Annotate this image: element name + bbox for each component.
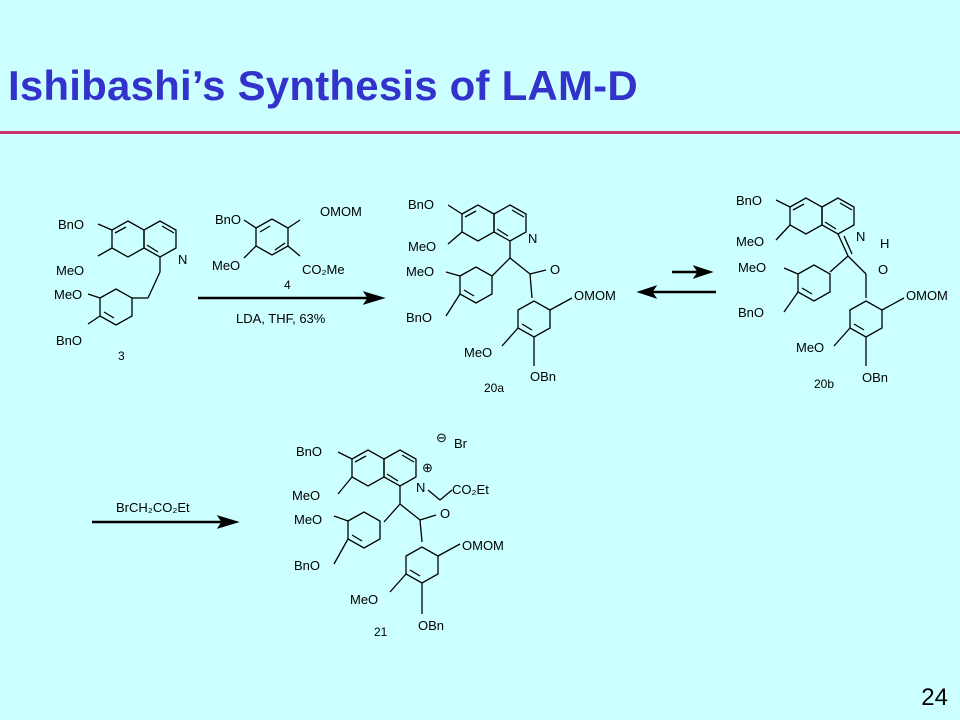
c20a-bno: BnO [408,197,434,212]
compound-20b-structure [775,197,905,366]
c3-n: N [178,252,187,267]
c21-obn: OBn [418,618,444,633]
c20a-bno-2: BnO [406,310,432,325]
page-number: 24 [921,684,948,711]
c20b-meo-3: MeO [796,340,824,355]
c4-co2me: CO₂Me [302,262,345,277]
c20a-o: O [550,262,560,277]
title-underline [0,131,960,134]
c4-bno: BnO [215,212,241,227]
slide-title: Ishibashi’s Synthesis of LAM-D [8,62,638,109]
c20a-meo-3: MeO [464,345,492,360]
compound-20a-structure [445,204,573,366]
compound-3-structure [87,220,177,326]
c20b-h: H [880,236,889,251]
reaction-arrow-1 [198,291,386,305]
c21-plus: ⊕ [422,460,433,475]
c20b-o: O [878,262,888,277]
c20b-obn: OBn [862,370,888,385]
compound-label-21: 21 [374,625,388,639]
c21-omom: OMOM [462,538,504,553]
c21-n: N [416,480,425,495]
c21-meo: MeO [292,488,320,503]
compound-label-3: 3 [118,349,125,363]
c21-meo-3: MeO [350,592,378,607]
c21-bno: BnO [296,444,322,459]
c3-bno: BnO [58,217,84,232]
c20a-meo-2: MeO [406,264,434,279]
c21-minus: ⊖ [436,430,447,445]
c20b-n: N [856,229,865,244]
c20b-meo: MeO [736,234,764,249]
c4-omom: OMOM [320,204,362,219]
c4-meo: MeO [212,258,240,273]
c21-bno-2: BnO [294,558,320,573]
c21-co2et: CO₂Et [452,482,489,497]
reagent-2: BrCH₂CO₂Et [116,500,190,515]
c21-br: Br [454,436,468,451]
equilibrium-arrows [636,265,716,299]
reagent-1: LDA, THF, 63% [236,311,326,326]
c3-bno-2: BnO [56,333,82,348]
compound-label-20a: 20a [484,381,504,395]
c3-meo-2: MeO [54,287,82,302]
c20a-meo: MeO [408,239,436,254]
c20b-meo-2: MeO [738,260,766,275]
reaction-arrow-2 [92,515,240,529]
c20b-bno: BnO [736,193,762,208]
c3-meo: MeO [56,263,84,278]
compound-21-structure [333,449,461,614]
c20a-omom: OMOM [574,288,616,303]
c20a-n: N [528,231,537,246]
c20b-bno-2: BnO [738,305,764,320]
c21-o: O [440,506,450,521]
c21-meo-2: MeO [294,512,322,527]
compound-label-20b: 20b [814,377,834,391]
compound-label-4: 4 [284,278,291,292]
c20b-omom: OMOM [906,288,948,303]
compound-4-structure [243,218,301,259]
c20a-obn: OBn [530,369,556,384]
